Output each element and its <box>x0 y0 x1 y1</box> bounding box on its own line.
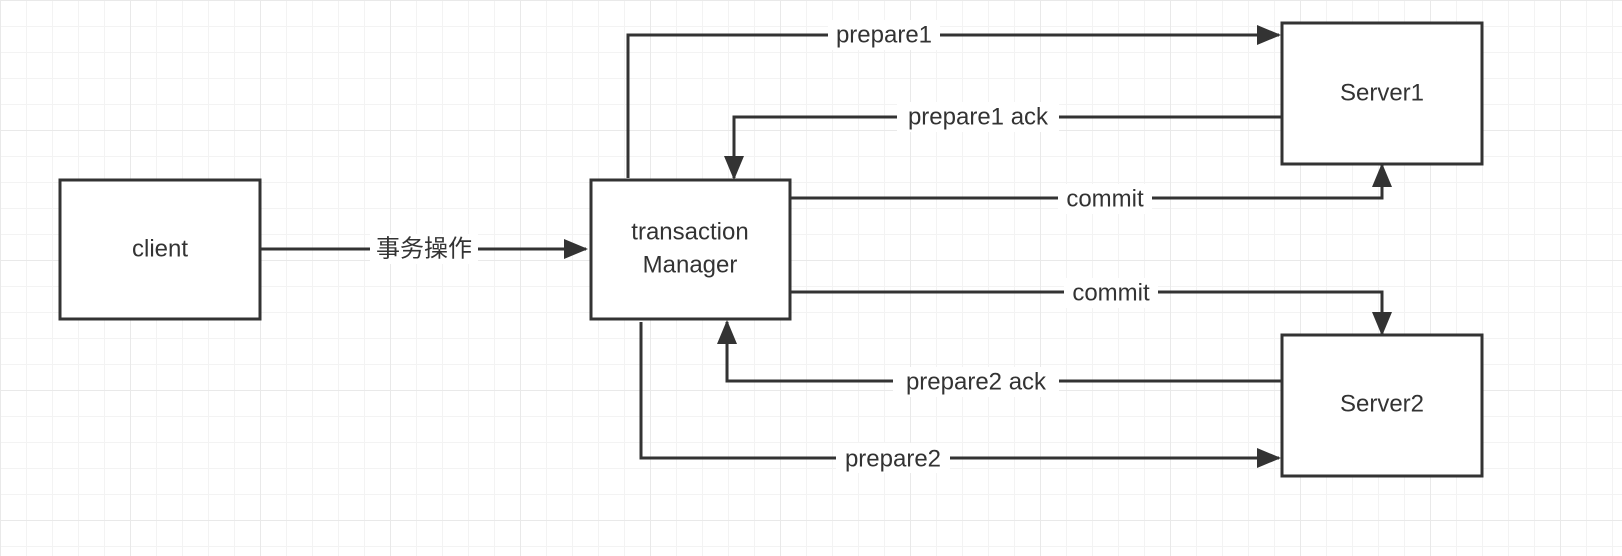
node-server2-box[interactable] <box>1280 333 1484 478</box>
edge-prepare2-ack-line <box>717 320 1281 383</box>
edge-commit-server1: commit <box>790 163 1392 214</box>
edge-prepare2-label-bg <box>836 443 950 473</box>
edge-prepare2-label: prepare2 <box>845 445 941 472</box>
node-client[interactable]: client <box>58 178 262 321</box>
edge-commit-server2-line <box>790 290 1392 336</box>
node-transaction-manager[interactable]: transaction Manager <box>589 178 792 321</box>
edge-commit-server1-label-bg <box>1058 184 1152 214</box>
edge-prepare2-ack-label-bg <box>893 367 1059 397</box>
node-server1[interactable]: Server1 <box>1280 21 1484 166</box>
node-client-label: client <box>132 235 188 262</box>
edge-commit-server2: commit <box>790 278 1392 336</box>
node-client-box[interactable] <box>58 178 262 321</box>
edge-prepare1-label: prepare1 <box>836 21 932 48</box>
node-server2-label: Server2 <box>1340 390 1424 417</box>
edge-prepare1-ack: prepare1 ack <box>724 102 1281 180</box>
node-transaction-manager-label-line1: transaction <box>631 218 748 245</box>
edge-prepare1-ack-line <box>724 115 1281 180</box>
edge-prepare1-ack-label: prepare1 ack <box>908 103 1049 130</box>
node-transaction-manager-label-line2: Manager <box>643 251 738 278</box>
edge-prepare1: prepare1 <box>626 20 1281 178</box>
node-server1-label: Server1 <box>1340 79 1424 106</box>
edge-txn-op: 事务操作 <box>260 234 588 264</box>
edge-commit-server1-line <box>790 163 1392 200</box>
edge-commit-server2-label-bg <box>1064 278 1158 308</box>
edge-commit-server1-label: commit <box>1066 185 1144 212</box>
edge-prepare2-line <box>639 322 1281 468</box>
edge-commit-server2-label: commit <box>1072 279 1150 306</box>
edge-txn-op-label: 事务操作 <box>376 235 472 262</box>
edge-prepare2-ack-label: prepare2 ack <box>906 368 1047 395</box>
edge-txn-op-label-bg <box>370 234 478 264</box>
node-transaction-manager-box[interactable] <box>589 178 792 321</box>
edge-prepare2-ack: prepare2 ack <box>717 320 1281 397</box>
node-server1-box[interactable] <box>1280 21 1484 166</box>
edge-prepare1-label-bg <box>828 20 940 50</box>
edge-prepare1-line <box>626 25 1281 178</box>
edge-prepare2: prepare2 <box>639 322 1281 473</box>
node-server2[interactable]: Server2 <box>1280 333 1484 478</box>
edge-prepare1-ack-label-bg <box>897 102 1059 132</box>
